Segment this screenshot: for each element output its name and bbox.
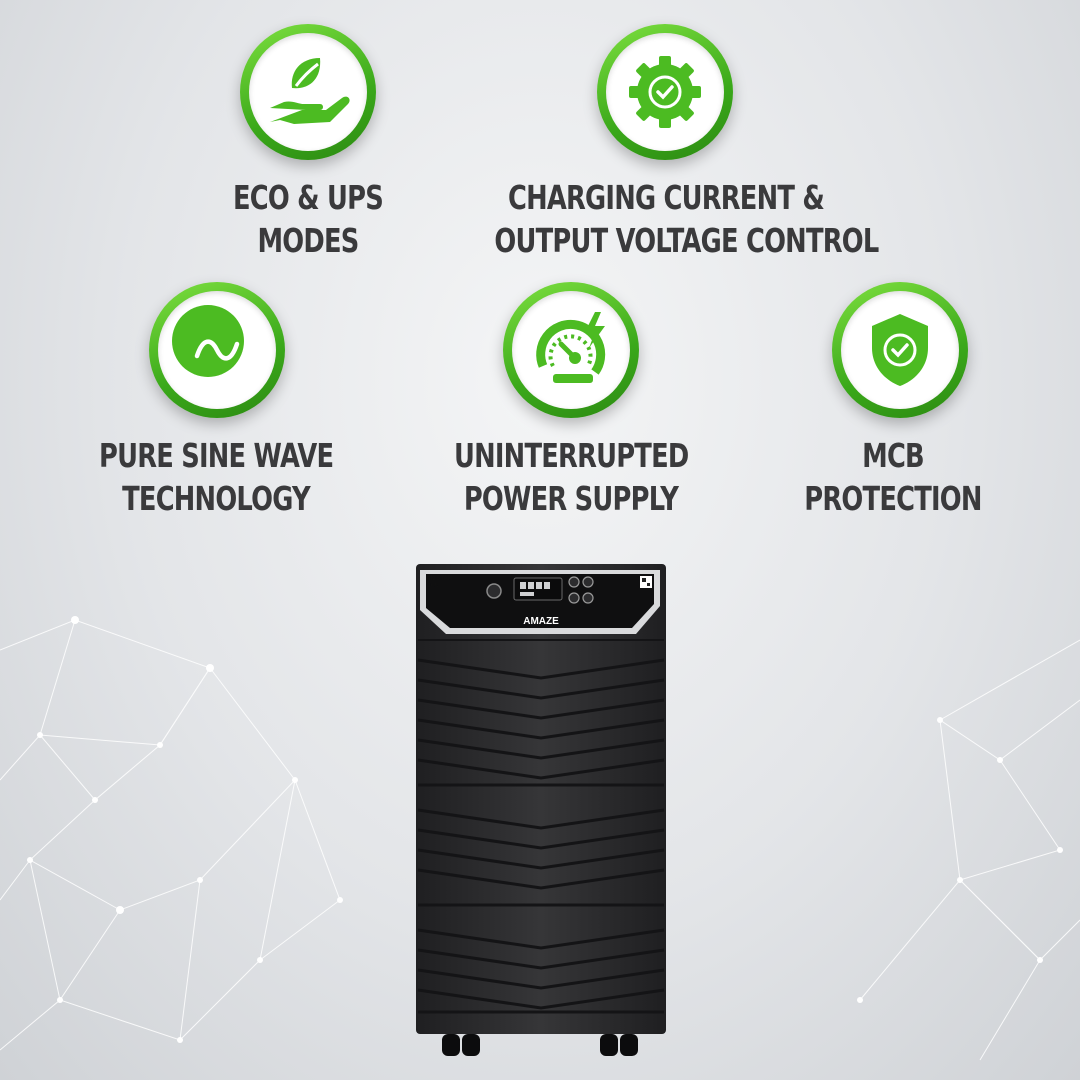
model-name-line1: AN STAR xyxy=(426,576,453,582)
gear-check-icon xyxy=(597,24,733,160)
feature-label-uninterrupted: UNINTERRUPTED POWER SUPPLY xyxy=(454,436,689,518)
feature-label-mcb: MCB PROTECTION xyxy=(804,436,982,518)
sine-wave-icon xyxy=(149,282,285,418)
shield-check-icon xyxy=(832,282,968,418)
feature-label-eco-ups: ECO & UPS MODES xyxy=(232,178,384,260)
inverter-product-image: AN STAR 1107S AMAZE xyxy=(416,564,666,1056)
feature-label-sine-wave: PURE SINE WAVE TECHNOLOGY xyxy=(99,436,334,518)
brand-logo: AMAZE xyxy=(523,616,559,627)
speedometer-bolt-icon xyxy=(503,282,639,418)
feature-label-charging: CHARGING CURRENT & OUTPUT VOLTAGE CONTRO… xyxy=(494,178,879,260)
model-name-line2: 1107S xyxy=(426,583,441,589)
leaf-hand-icon xyxy=(240,24,376,160)
